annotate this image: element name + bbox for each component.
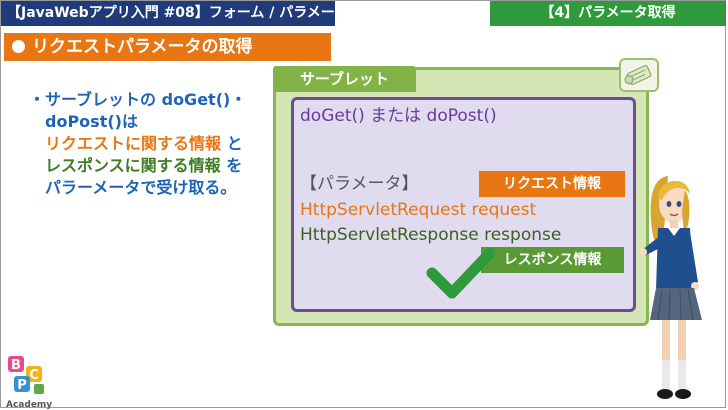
- svg-text:C: C: [29, 368, 39, 383]
- bullet-line-5: パラーメータで受け取る。: [45, 178, 237, 197]
- response-info-text: レスポンスに関する情報: [45, 156, 221, 175]
- bullet-line-2: doPost()は: [45, 112, 138, 131]
- response-info-tag: レスポンス情報: [481, 247, 624, 273]
- bcp-logo-icon: B C P: [8, 356, 44, 394]
- method-signature: doGet() または doPost(): [300, 106, 497, 126]
- svg-text:P: P: [17, 378, 27, 393]
- bullet-dot-icon: [12, 40, 25, 53]
- bullet-line-4-rest: を: [220, 156, 243, 175]
- request-info-text: リクエストに関する情報: [45, 134, 222, 153]
- bullet-line-4: レスポンスに関する情報 を: [29, 155, 279, 177]
- section-title: 【4】パラメータ取得: [490, 1, 726, 26]
- bullet-line-1: サーブレットの doGet()・: [45, 90, 247, 109]
- servlet-tab: サーブレット: [273, 66, 416, 92]
- response-param: HttpServletResponse response: [300, 225, 562, 245]
- slide-title: 【JavaWebアプリ入門 #08】フォーム / パラメータ: [1, 1, 349, 26]
- academy-label: Academy: [6, 400, 53, 410]
- checkmark-icon: [426, 247, 496, 299]
- scroll-icon: [619, 58, 659, 92]
- request-param: HttpServletRequest request: [300, 200, 537, 220]
- topic-heading: リクエストパラメータの取得: [4, 33, 331, 61]
- academy-logo: B C P Academy: [6, 354, 52, 410]
- bullet-mark: ・: [29, 90, 46, 109]
- params-label: 【パラメータ】: [300, 174, 419, 194]
- topic-label: リクエストパラメータの取得: [32, 37, 253, 57]
- presenter-illustration: [640, 176, 702, 399]
- bullet-text: ・ サーブレットの doGet()・ doPost()は リクエストに関する情報…: [29, 89, 279, 199]
- bullet-line-3-rest: と: [221, 134, 243, 153]
- bullet-line-3: リクエストに関する情報 と: [29, 133, 279, 155]
- svg-text:B: B: [11, 358, 21, 373]
- request-info-tag: リクエスト情報: [479, 171, 625, 197]
